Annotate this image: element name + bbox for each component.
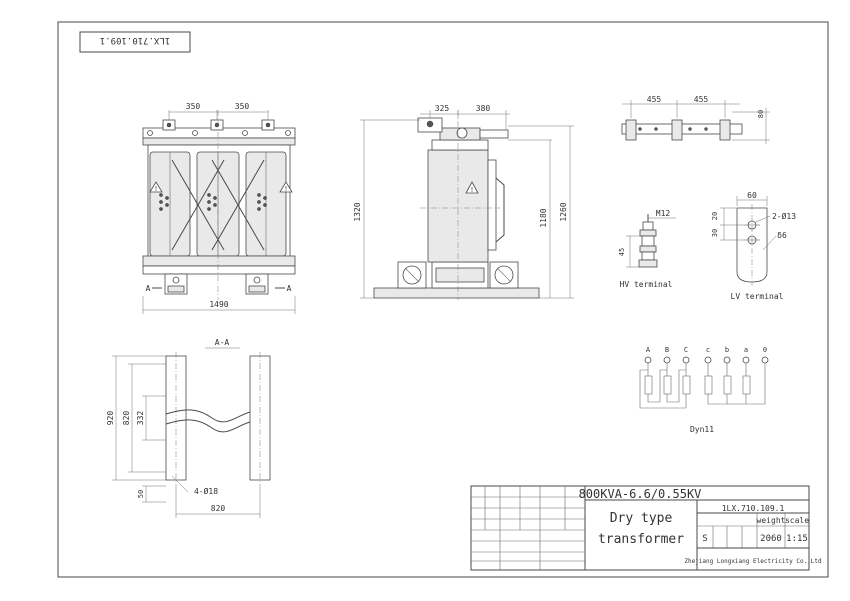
title-company: Zhejiang Longxiang Electricity Co.,Ltd	[684, 558, 822, 565]
section-dim-920: 920	[106, 411, 115, 426]
front-dim-top-left: 350	[186, 102, 201, 111]
section-dim-820v: 820	[122, 411, 131, 426]
lv-dim-width: 60	[747, 191, 757, 200]
busbar-dim-height: 80	[757, 110, 765, 118]
side-dim-top-right: 380	[476, 104, 491, 113]
vector-group: Dyn11	[690, 425, 714, 434]
section-mark-left: A	[146, 284, 151, 293]
hv-label-b: B	[665, 346, 669, 354]
front-dim-width: 1490	[209, 300, 228, 309]
lv-terminal-caption: LV terminal	[731, 292, 784, 301]
hv-terminal-caption: HV terminal	[620, 280, 673, 289]
svg-text:!: !	[284, 185, 288, 193]
title-name-line1: Dry type	[610, 511, 673, 526]
busbar-view: 455 455 80	[621, 95, 770, 144]
side-view: ! 325 380 1320 1180 1260	[353, 104, 574, 300]
title-model: 800KVA-6.6/0.55KV	[579, 487, 702, 501]
lv-dim-a: 20	[711, 212, 719, 220]
section-dim-50: 50	[137, 490, 145, 498]
front-dim-top-right: 350	[235, 102, 250, 111]
section-title: A-A	[215, 338, 230, 347]
sheet-border	[57, 21, 829, 578]
title-stage: S	[702, 534, 707, 544]
lv-label-0: 0	[763, 346, 767, 354]
hv-label-c: C	[684, 346, 688, 354]
section-view: A-A 920 820 332 50 4-Ø18 820	[106, 338, 271, 518]
busbar-dim-left: 455	[647, 95, 662, 104]
title-scale-header: scale	[785, 516, 809, 525]
mirrored-number: 1LX.710.109.1	[100, 35, 170, 45]
title-weight-value: 2060	[760, 534, 782, 544]
lv-label-a: a	[744, 346, 748, 354]
lv-terminal: 60 20 30 2-Ø13 δ6 LV terminal	[711, 191, 796, 301]
busbar-dim-right: 455	[694, 95, 709, 104]
svg-text:!: !	[154, 185, 158, 193]
hv-terminal: M12 45 HV terminal	[618, 209, 676, 289]
title-weight-header: weight	[757, 516, 786, 525]
title-drawing-no: 1LX.710.109.1	[722, 504, 785, 513]
hv-label-a: A	[646, 346, 651, 354]
hv-thread-label: M12	[656, 209, 671, 218]
wiring-diagram: A B C c b a 0 Dyn11	[639, 346, 769, 434]
lv-dim-b: 30	[711, 229, 719, 237]
side-dim-height-overall: 1320	[353, 202, 362, 221]
lv-thickness-label: δ6	[777, 231, 787, 240]
hv-dim-height: 45	[618, 248, 626, 256]
lv-label-b: b	[725, 346, 729, 354]
section-mark-right: A	[287, 284, 292, 293]
svg-text:!: !	[470, 186, 474, 194]
side-dim-height-mid: 1180	[539, 208, 548, 227]
lv-label-c: c	[706, 346, 710, 354]
title-scale-value: 1:15	[786, 534, 808, 544]
mirrored-number-box: 1LX.710.109.1	[79, 31, 191, 53]
front-view: ! ! 350 350 1490 A A	[142, 102, 296, 314]
side-dim-height-right: 1260	[559, 202, 568, 221]
section-hole-label: 4-Ø18	[194, 486, 218, 496]
side-dim-top-left: 325	[435, 104, 450, 113]
lv-hole-label: 2-Ø13	[772, 211, 796, 221]
section-dim-332: 332	[136, 411, 145, 426]
title-name-line2: transformer	[598, 532, 684, 547]
section-dim-820h: 820	[211, 504, 226, 513]
title-block: 800KVA-6.6/0.55KV Dry type transformer 1…	[470, 485, 822, 571]
